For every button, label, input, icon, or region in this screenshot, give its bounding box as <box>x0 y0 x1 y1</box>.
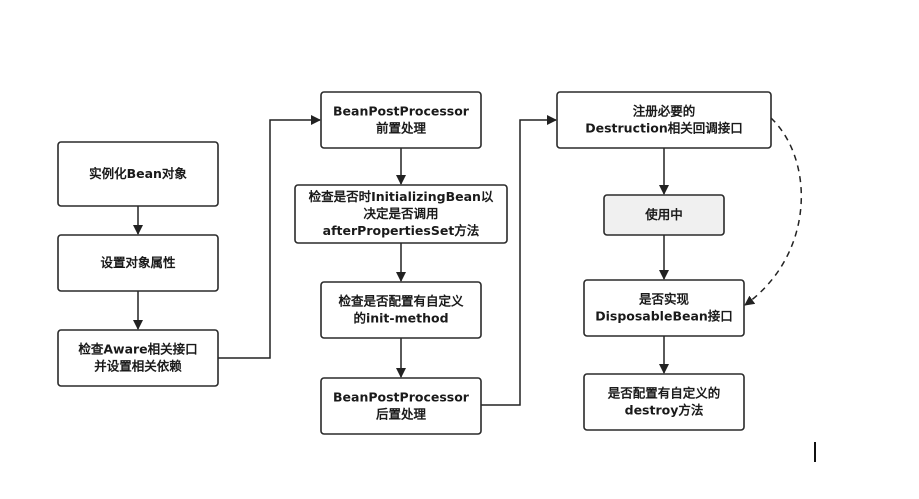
node-disposable: 是否实现 DisposableBean接口 <box>583 279 745 337</box>
node-box-initializing <box>294 184 508 244</box>
node-label-set-props-line-0: 设置对象属性 <box>100 255 176 270</box>
text-cursor-mark <box>814 442 816 462</box>
arrow-destruction-to-disposable <box>744 117 803 306</box>
node-bpp-after: BeanPostProcessor 后置处理 <box>320 377 482 435</box>
node-box-disposable <box>583 279 745 337</box>
node-label-in-use-line-0: 使用中 <box>644 207 683 222</box>
node-label-bpp-before-line-0: BeanPostProcessor <box>333 104 470 119</box>
node-in-use: 使用中 <box>603 194 725 236</box>
node-destruction: 注册必要的 Destruction相关回调接口 <box>556 91 772 149</box>
node-label-initializing-line-1: 决定是否调用 <box>363 206 438 221</box>
node-box-bpp-before <box>320 91 482 149</box>
node-label-bpp-after-line-0: BeanPostProcessor <box>333 390 470 405</box>
node-label-init-method-line-0: 检查是否配置有自定义 <box>338 294 464 309</box>
node-label-initializing-line-0: 检查是否时InitializingBean以 <box>309 189 494 204</box>
node-label-disposable-line-1: DisposableBean接口 <box>595 309 733 324</box>
node-destroy: 是否配置有自定义的 destroy方法 <box>583 373 745 431</box>
node-box-instantiate <box>57 141 219 207</box>
node-label-bpp-after-line-1: 后置处理 <box>376 407 427 422</box>
node-box-aware <box>57 329 219 387</box>
node-box-destroy <box>583 373 745 431</box>
arrow-bpp-after-to-destruction <box>481 115 557 406</box>
node-label-instantiate-line-0: 实例化Bean对象 <box>89 166 187 181</box>
node-label-destroy-line-1: destroy方法 <box>625 403 704 418</box>
node-label-initializing-line-2: afterPropertiesSet方法 <box>323 223 480 238</box>
node-label-aware-line-1: 并设置相关依赖 <box>94 359 182 374</box>
node-label-destruction-line-0: 注册必要的 <box>633 104 696 119</box>
node-box-init-method <box>320 281 482 339</box>
node-bpp-before: BeanPostProcessor 前置处理 <box>320 91 482 149</box>
node-box-destruction <box>556 91 772 149</box>
node-label-destruction-line-1: Destruction相关回调接口 <box>585 121 743 136</box>
node-label-disposable-line-0: 是否实现 <box>638 292 690 307</box>
arrow-aware-to-bpp-before <box>218 115 321 359</box>
edges-layer <box>133 115 803 406</box>
node-box-in-use <box>603 194 725 236</box>
node-box-bpp-after <box>320 377 482 435</box>
node-label-bpp-before-line-1: 前置处理 <box>376 121 427 136</box>
node-box-set-props <box>57 234 219 292</box>
node-instantiate: 实例化Bean对象 <box>57 141 219 207</box>
node-set-props: 设置对象属性 <box>57 234 219 292</box>
node-label-init-method-line-1: 的init-method <box>353 311 448 326</box>
node-label-aware-line-0: 检查Aware相关接口 <box>78 342 197 357</box>
node-label-destroy-line-0: 是否配置有自定义的 <box>607 386 721 401</box>
